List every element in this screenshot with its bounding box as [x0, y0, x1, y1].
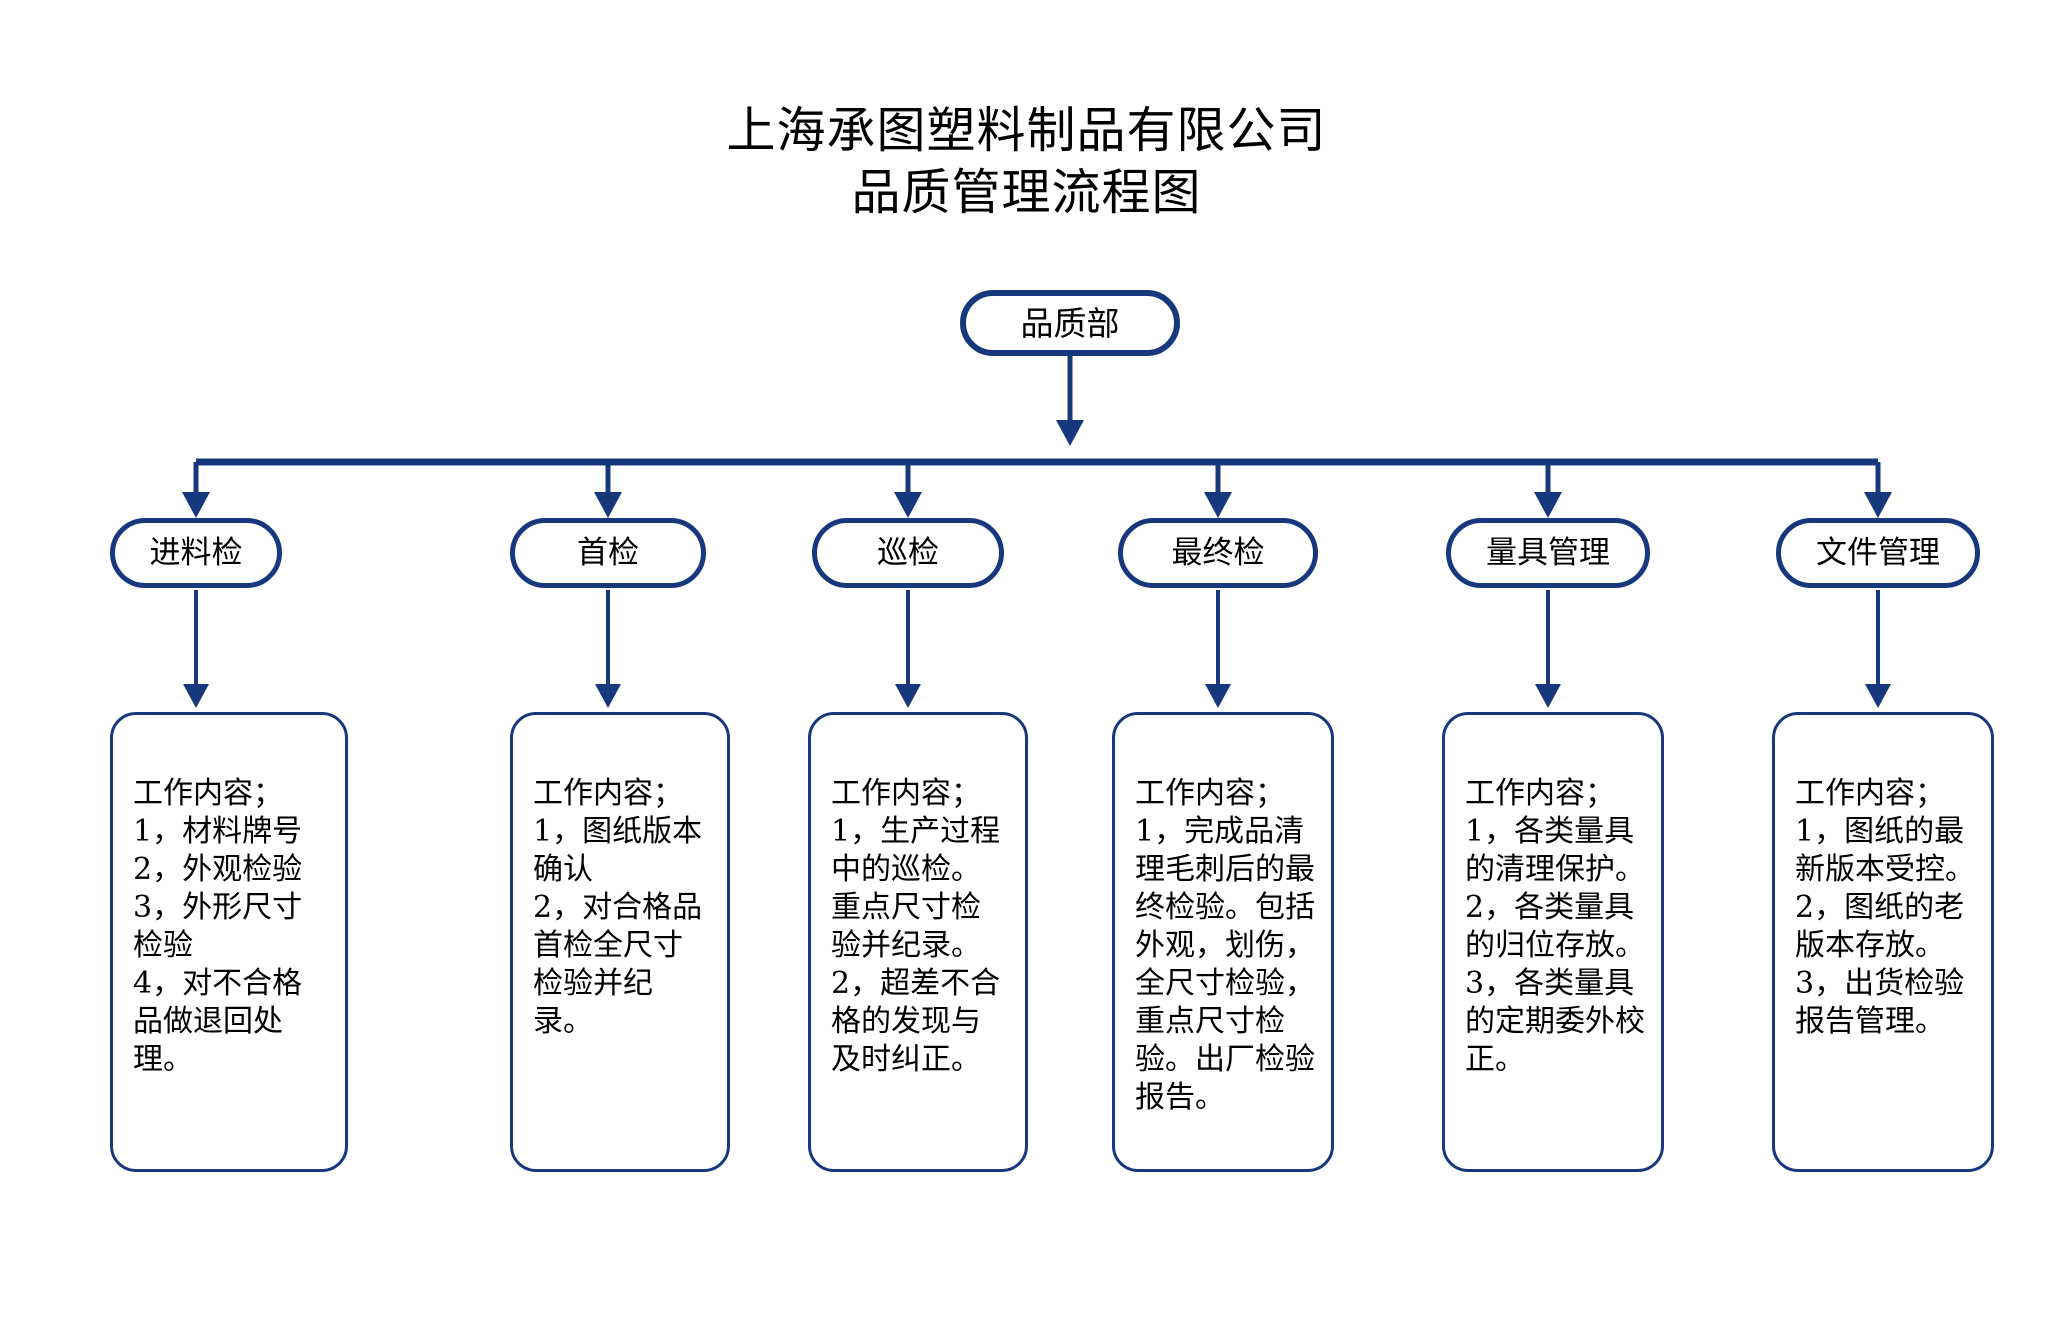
content-box-gauge-management: 工作内容； 1，各类量具的清理保护。 2，各类量具的归位存放。 3，各类量具的定…: [1442, 712, 1664, 1172]
node-branch-label: 量具管理: [1486, 534, 1610, 571]
node-branch-label: 首检: [577, 534, 639, 571]
node-branch-final-inspection[interactable]: 最终检: [1118, 518, 1318, 588]
content-text: 工作内容； 1，图纸版本确认 2，对合格品首检全尺寸检验并纪录。: [533, 776, 703, 1039]
content-box-first-article-inspection: 工作内容； 1，图纸版本确认 2，对合格品首检全尺寸检验并纪录。: [510, 712, 730, 1172]
content-text: 工作内容； 1，材料牌号 2，外观检验 3，外形尺寸检验 4，对不合格品做退回处…: [133, 776, 303, 1077]
node-branch-document-management[interactable]: 文件管理: [1776, 518, 1980, 588]
node-branch-label: 巡检: [877, 534, 939, 571]
node-branch-label: 文件管理: [1816, 534, 1940, 571]
node-branch-incoming-inspection[interactable]: 进料检: [110, 518, 282, 588]
content-box-final-inspection: 工作内容； 1，完成品清理毛刺后的最终检验。包括外观，划伤，全尺寸检验，重点尺寸…: [1112, 712, 1334, 1172]
content-text: 工作内容； 1，图纸的最新版本受控。 2，图纸的老版本存放。 3，出货检验报告管…: [1795, 776, 1975, 1039]
node-branch-label: 进料检: [149, 534, 243, 571]
content-text: 工作内容； 1，各类量具的清理保护。 2，各类量具的归位存放。 3，各类量具的定…: [1465, 776, 1645, 1077]
node-branch-gauge-management[interactable]: 量具管理: [1446, 518, 1650, 588]
content-text: 工作内容； 1，生产过程中的巡检。重点尺寸检验并纪录。 2，超差不合格的发现与及…: [831, 776, 1001, 1077]
page-title: 上海承图塑料制品有限公司 品质管理流程图: [0, 100, 2053, 224]
content-box-patrol-inspection: 工作内容； 1，生产过程中的巡检。重点尺寸检验并纪录。 2，超差不合格的发现与及…: [808, 712, 1028, 1172]
node-branch-patrol-inspection[interactable]: 巡检: [812, 518, 1004, 588]
content-text: 工作内容； 1，完成品清理毛刺后的最终检验。包括外观，划伤，全尺寸检验，重点尺寸…: [1135, 776, 1315, 1115]
node-root-label: 品质部: [1020, 303, 1120, 343]
content-box-incoming-inspection: 工作内容； 1，材料牌号 2，外观检验 3，外形尺寸检验 4，对不合格品做退回处…: [110, 712, 348, 1172]
title-line-subject: 品质管理流程图: [851, 164, 1202, 221]
content-box-document-management: 工作内容； 1，图纸的最新版本受控。 2，图纸的老版本存放。 3，出货检验报告管…: [1772, 712, 1994, 1172]
node-branch-first-article-inspection[interactable]: 首检: [510, 518, 706, 588]
title-line-company: 上海承图塑料制品有限公司: [726, 102, 1327, 159]
node-root-quality-dept[interactable]: 品质部: [960, 290, 1180, 356]
node-branch-label: 最终检: [1171, 534, 1265, 571]
